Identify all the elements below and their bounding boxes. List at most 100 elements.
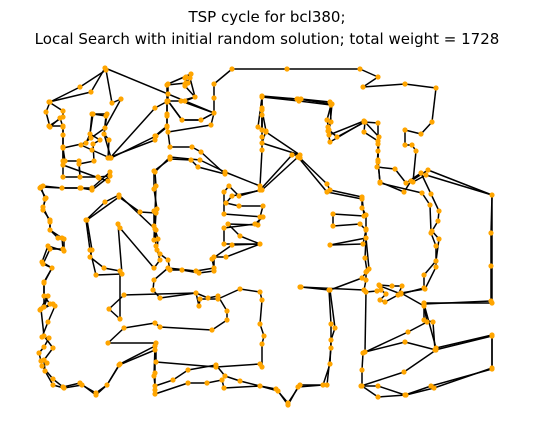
tour-node [47, 246, 53, 252]
tour-node [360, 350, 366, 356]
tour-node [93, 390, 99, 396]
tour-edge [433, 367, 493, 389]
tour-edge [365, 237, 370, 270]
tour-node [436, 208, 442, 214]
tour-node [197, 296, 203, 302]
tour-edge [123, 292, 197, 296]
tour-node [105, 340, 111, 346]
tour-node [260, 203, 266, 209]
tour-edge [261, 96, 300, 102]
tour-edge [41, 365, 54, 380]
tour-node [221, 241, 227, 247]
tour-node [167, 144, 173, 150]
tour-node [193, 268, 199, 274]
tour-node [403, 392, 409, 398]
tour-node [211, 265, 217, 271]
tour-node [117, 316, 123, 322]
tour-edge [224, 171, 261, 187]
tour-node [376, 134, 382, 140]
tour-node [60, 162, 66, 168]
tour-edge [40, 308, 45, 337]
tour-node [334, 134, 340, 140]
tour-edge [225, 243, 261, 258]
tour-edge [110, 135, 157, 159]
tour-node [95, 174, 101, 180]
tour-node [297, 284, 303, 290]
tour-node [215, 296, 221, 302]
tour-edge [223, 385, 261, 389]
tour-node [488, 263, 494, 269]
tour-node [104, 382, 110, 388]
tour-node [328, 321, 334, 327]
tour-node [360, 84, 366, 90]
tour-node [105, 178, 111, 184]
tour-edge [119, 345, 156, 365]
tour-edge [404, 341, 437, 351]
tour-edge [167, 124, 212, 133]
tour-node [41, 344, 47, 350]
tour-node [185, 380, 191, 386]
tour-node [121, 325, 127, 331]
tour-node [60, 132, 66, 138]
tour-node [61, 385, 67, 391]
tour-node [183, 80, 189, 86]
tour-edge [215, 363, 261, 368]
tour-node [198, 149, 204, 155]
tour-edge [297, 156, 328, 193]
tour-node [398, 290, 404, 296]
tour-node [41, 357, 47, 363]
tour-node [421, 301, 427, 307]
tour-node [59, 185, 65, 191]
tour-node [375, 138, 381, 144]
tour-node [259, 187, 265, 193]
tour-edge [407, 321, 428, 333]
tour-edge [423, 300, 492, 305]
tour-edge [172, 369, 189, 381]
tour-node [229, 242, 235, 248]
tour-node [221, 385, 227, 391]
tour-node [257, 241, 263, 247]
tour-edge [159, 326, 213, 331]
tour-node [153, 359, 159, 365]
tour-edge [363, 131, 379, 142]
tour-node [154, 247, 160, 253]
tour-node [47, 217, 53, 223]
tour-edge [86, 219, 93, 251]
tour-node [43, 109, 49, 115]
tour-node [115, 221, 121, 227]
tour-node [236, 203, 242, 209]
tour-edge [405, 387, 435, 396]
tour-edge [364, 237, 367, 259]
tour-node [151, 265, 157, 271]
tour-node [50, 345, 56, 351]
tour-edge [329, 339, 332, 365]
tour-node [117, 361, 123, 367]
tour-node [137, 209, 143, 215]
tour-edge [259, 299, 263, 325]
tour-node [116, 192, 122, 198]
tour-node [152, 137, 158, 143]
tour-node [47, 301, 53, 307]
tour-node [436, 236, 442, 242]
tour-edge [364, 291, 367, 353]
tour-node [221, 225, 227, 231]
chart-title-line-2: Local Search with initial random solutio… [34, 30, 500, 48]
tour-node [324, 181, 330, 187]
tour-node [357, 221, 363, 227]
tour-node [285, 400, 291, 406]
tour-edge [48, 91, 92, 103]
tour-edge [197, 166, 226, 175]
tour-node [221, 211, 227, 217]
tour-node [89, 187, 95, 193]
tour-node [284, 66, 290, 72]
tour-node [418, 131, 424, 137]
tour-node [259, 112, 265, 118]
tour-node [121, 292, 127, 298]
tour-edge [420, 121, 433, 135]
tour-edge [169, 158, 192, 161]
tour-node [357, 66, 363, 72]
tour-node [430, 319, 436, 325]
tour-edge [332, 223, 361, 227]
tour-edge [434, 335, 493, 351]
